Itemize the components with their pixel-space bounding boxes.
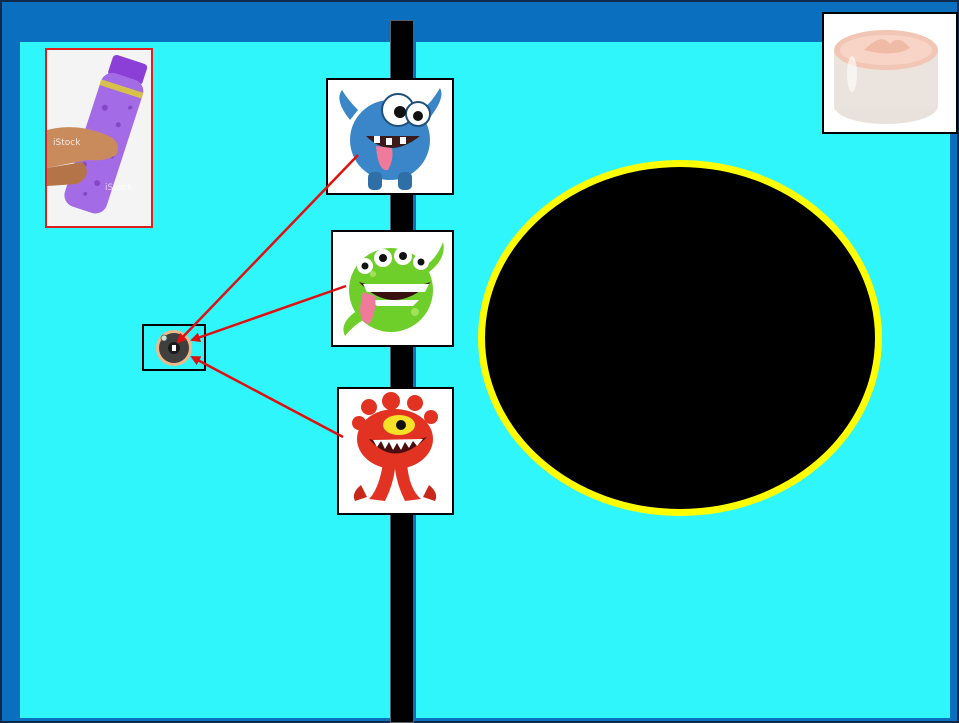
- bottle-watermark: iStock: [53, 138, 81, 148]
- black-hole-portal[interactable]: [478, 160, 882, 516]
- germ-cell-image[interactable]: [142, 324, 206, 371]
- green-monster-image[interactable]: [331, 230, 454, 347]
- red-monster-image[interactable]: [337, 387, 454, 515]
- face-cream-image[interactable]: [822, 12, 958, 134]
- shampoo-bottle-image[interactable]: iStock iStock: [45, 48, 153, 228]
- blue-monster-image[interactable]: [326, 78, 454, 195]
- bottle-watermark-2: iStock: [105, 183, 133, 193]
